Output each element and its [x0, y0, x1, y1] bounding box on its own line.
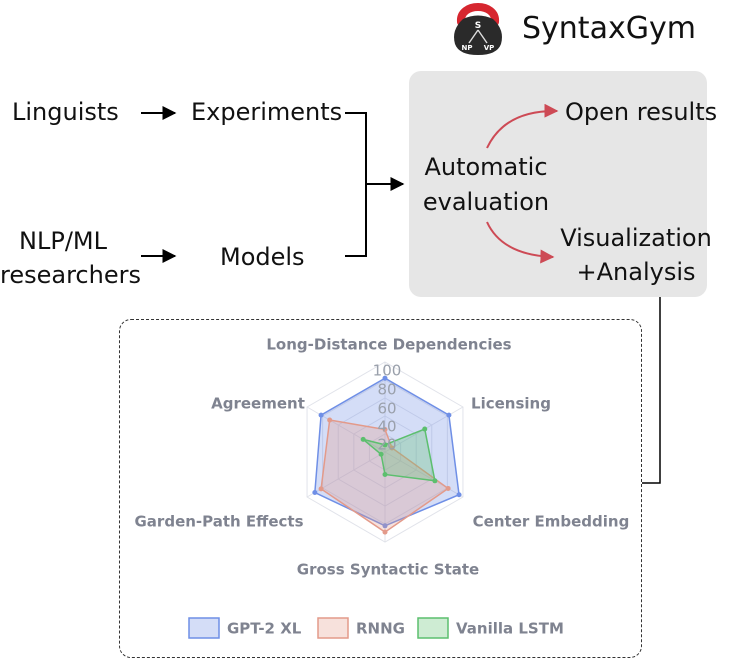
- node-auto-line2: evaluation: [422, 188, 550, 216]
- arrow-evaluation-to-visualization: [486, 221, 555, 264]
- node-visualization-analysis: Visualization +Analysis: [556, 226, 716, 284]
- radar-point: [446, 412, 452, 418]
- radar-tick-label: 40: [377, 418, 396, 436]
- radar-point: [318, 486, 324, 492]
- radar-point: [318, 412, 324, 418]
- radar-point: [382, 529, 388, 535]
- radar-axis-label: Garden-Path Effects: [135, 513, 304, 531]
- radar-point: [382, 375, 388, 381]
- node-open-results: Open results: [565, 98, 718, 126]
- radar-point: [382, 427, 388, 432]
- radar-axis-label: Center Embedding: [473, 513, 630, 531]
- radar-tick-label: 100: [373, 362, 402, 380]
- radar-tick-label: 80: [377, 381, 396, 399]
- radar-point: [382, 472, 388, 477]
- node-nlp-researchers: NLP/ML researchers: [0, 227, 141, 289]
- node-auto-line1: Automatic: [424, 153, 548, 181]
- radar-point: [445, 485, 451, 491]
- radar-axis-label: Agreement: [211, 395, 305, 413]
- radar-point: [382, 523, 388, 529]
- logo-letter-np: NP: [462, 44, 473, 52]
- radar-axis-label: Gross Syntactic State: [297, 561, 479, 579]
- syntaxgym-logo: S NP VP: [454, 3, 502, 55]
- legend-label: RNNG: [356, 620, 405, 638]
- radar-tick-label: 60: [377, 400, 396, 418]
- legend-swatch: [317, 617, 349, 639]
- radar-axis-label: Long-Distance Dependencies: [266, 336, 511, 354]
- radar-point: [327, 417, 333, 423]
- radar-chart-container: [119, 319, 642, 658]
- radar-axis-label: Licensing: [471, 395, 551, 413]
- node-linguists: Linguists: [12, 98, 119, 126]
- radar-point: [456, 492, 462, 498]
- node-models: Models: [220, 243, 305, 271]
- radar-point: [432, 478, 438, 484]
- node-vis-line1: Visualization: [560, 224, 712, 252]
- radar-point: [360, 436, 366, 442]
- radar-point: [382, 442, 388, 448]
- legend-label: GPT-2 XL: [227, 620, 302, 638]
- node-nlp-line2: researchers: [0, 261, 141, 289]
- logo-letter-vp: VP: [484, 44, 495, 52]
- node-nlp-line1: NLP/ML: [19, 227, 107, 255]
- node-experiments: Experiments: [191, 98, 343, 126]
- radar-point: [378, 451, 384, 457]
- radar-point: [422, 426, 428, 432]
- radar-point: [389, 445, 395, 451]
- legend-swatch: [417, 617, 449, 639]
- radar-tick-label: 20: [377, 436, 396, 454]
- node-automatic-evaluation: Automatic evaluation: [418, 155, 554, 214]
- radar-point: [312, 490, 318, 495]
- legend-label: Vanilla LSTM: [456, 620, 564, 638]
- logo-letter-s: S: [475, 21, 481, 31]
- arrow-evaluation-to-open-results: [486, 103, 559, 149]
- connector-panel-to-radar: [642, 297, 661, 484]
- legend-swatch: [188, 617, 220, 639]
- node-vis-line2: +Analysis: [576, 258, 696, 286]
- brand-title: SyntaxGym: [522, 11, 696, 46]
